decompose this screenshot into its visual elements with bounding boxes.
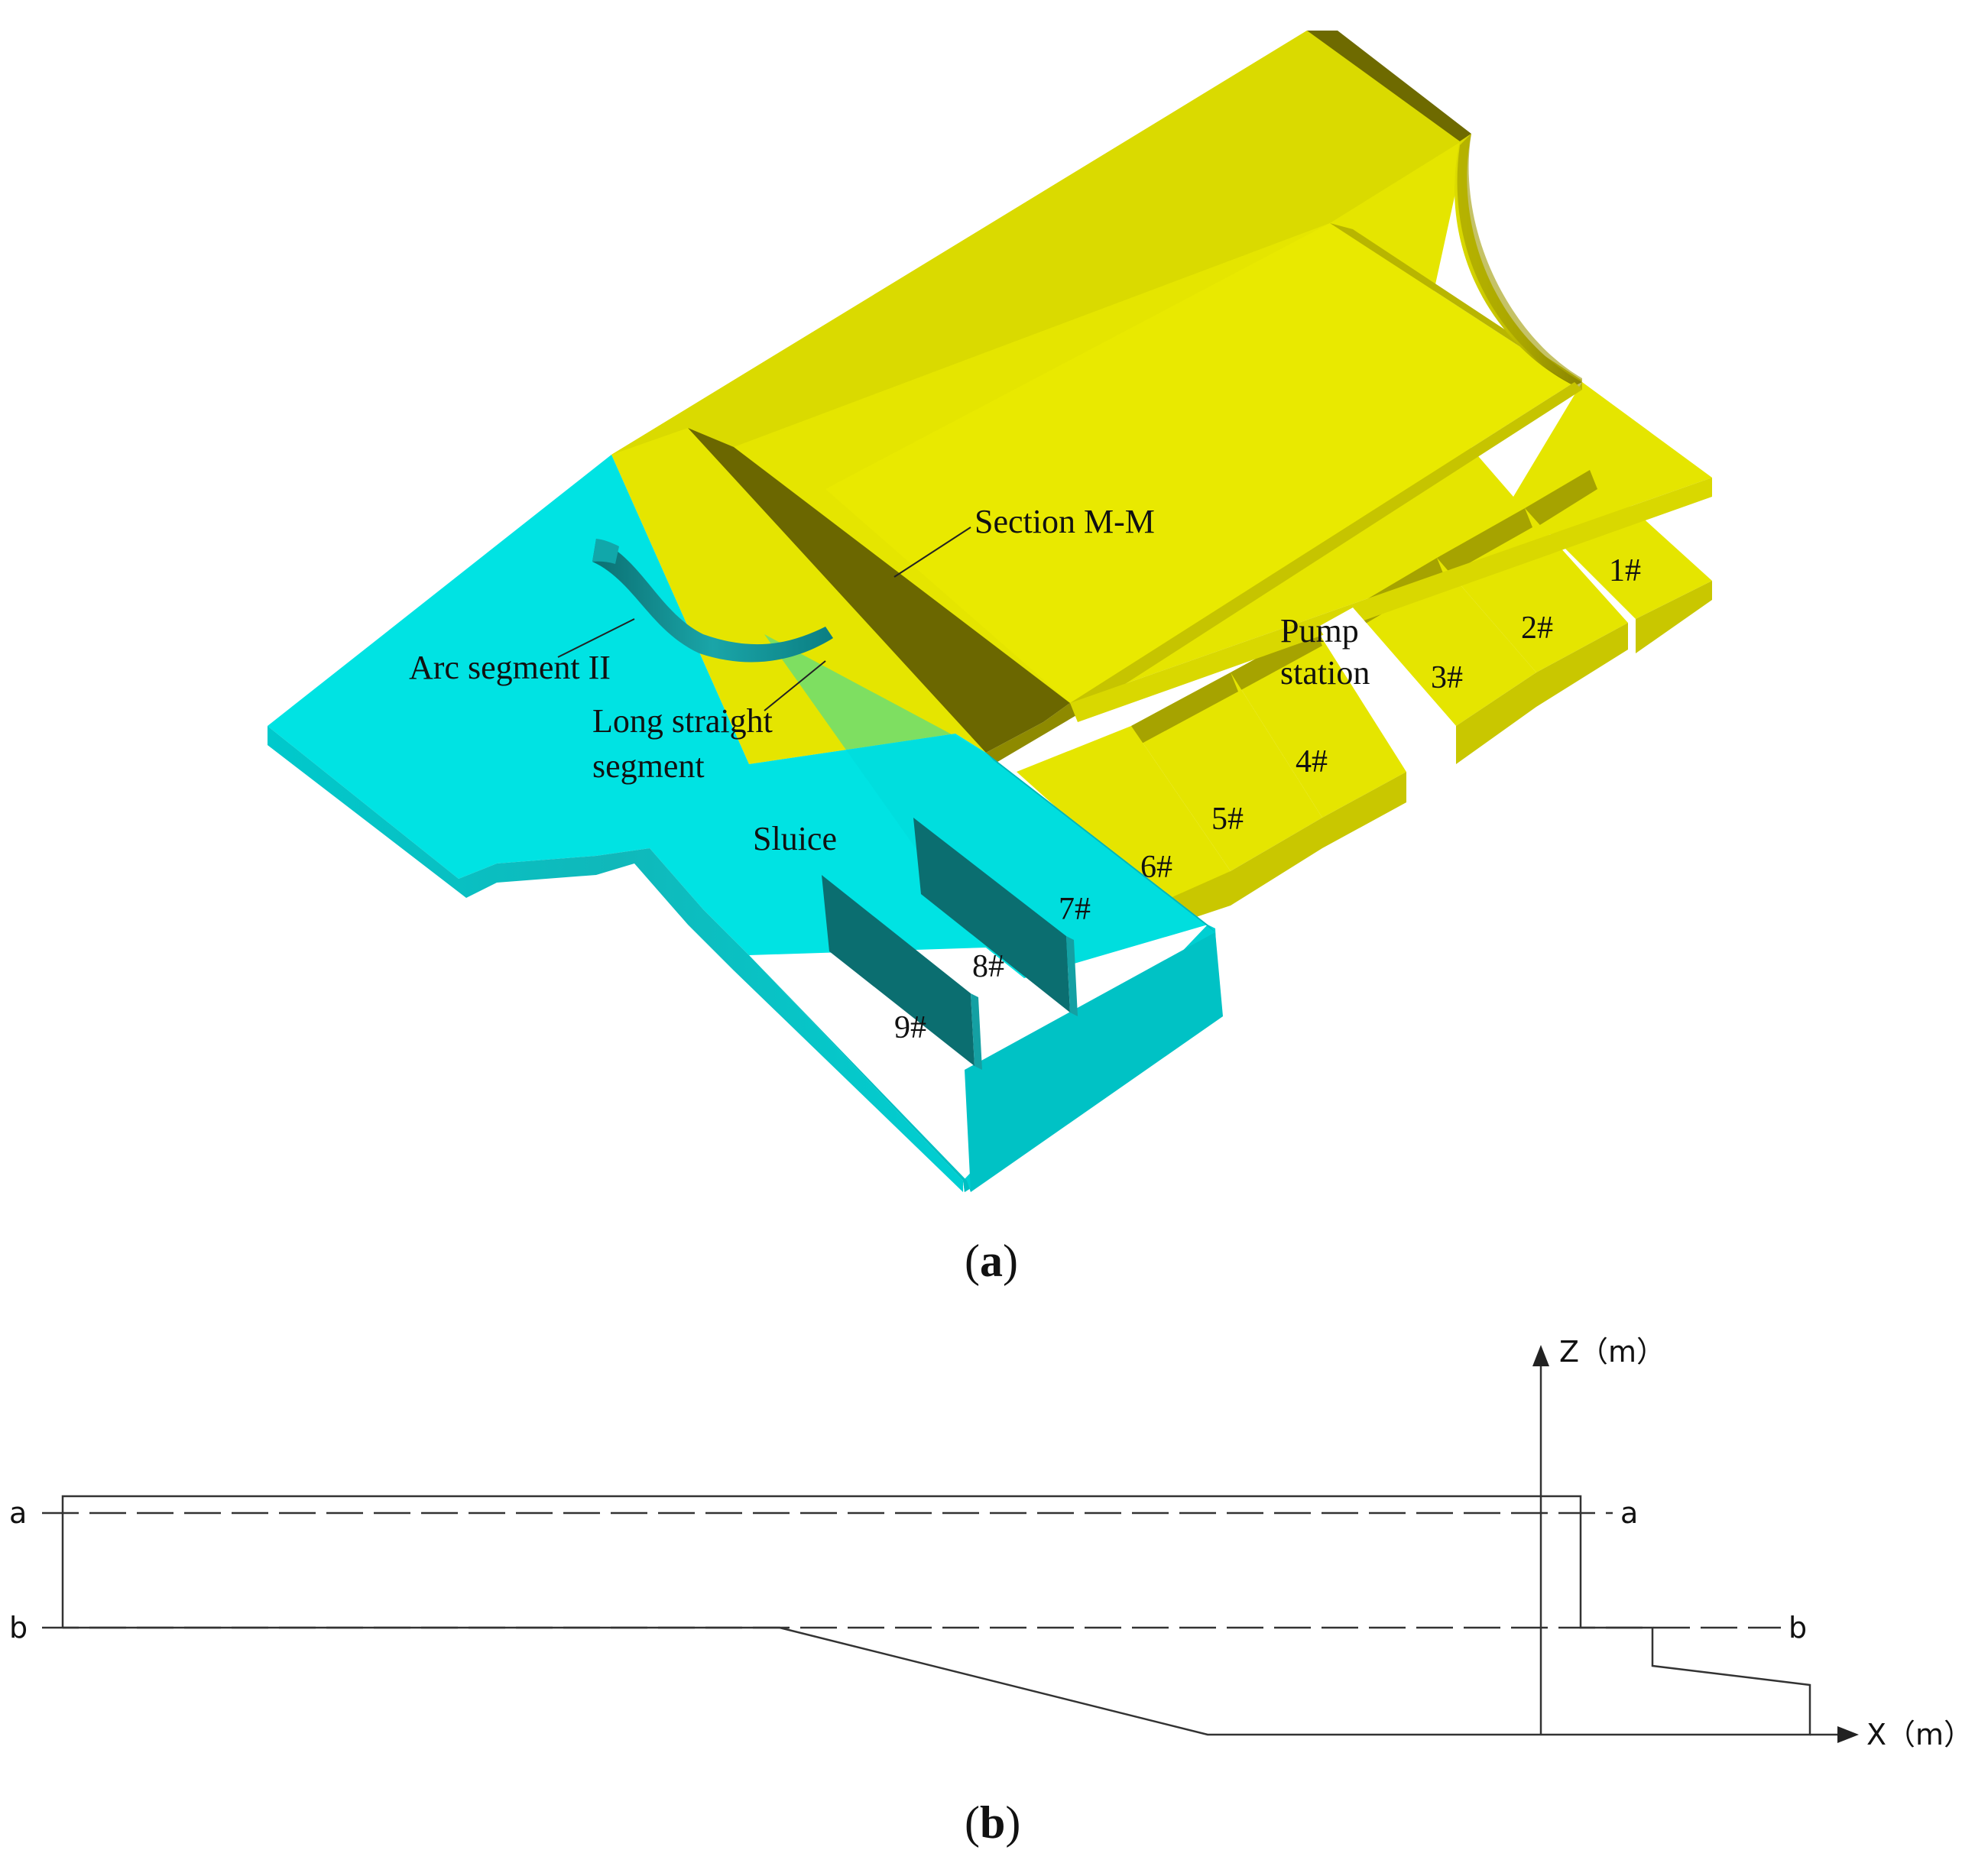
label-pump-1: Pump — [1280, 612, 1359, 650]
panel-b-profile — [42, 1345, 1859, 1743]
bay-label-7: 7# — [1059, 892, 1091, 927]
gate-pier-9-face — [971, 993, 982, 1070]
leader-arc — [557, 618, 635, 658]
level-a-label-left: a — [9, 1496, 27, 1530]
bay-label-8: 8# — [972, 949, 1004, 984]
sluice-channel-wall — [986, 753, 1215, 932]
panel-b-labels: Z（m） X（m） a a b b (b) — [9, 1335, 1973, 1848]
station-right-wall — [1070, 382, 1582, 714]
bay-label-9: 9# — [894, 1010, 926, 1045]
sluice-base — [965, 932, 1223, 1192]
bay-slot — [1318, 608, 1456, 772]
label-sluice: Sluice — [753, 820, 837, 857]
leader-section — [893, 527, 971, 578]
bay-label-6: 6# — [1140, 850, 1172, 885]
gate-pier-8-face — [1066, 936, 1078, 1016]
bay-label-3: 3# — [1431, 660, 1463, 695]
station-upper-step — [611, 31, 1467, 455]
caption-a: (a) — [965, 1236, 1018, 1286]
bay-label-5: 5# — [1211, 802, 1244, 837]
bay-5 — [1131, 672, 1322, 906]
arc-segment-wall-top — [592, 539, 619, 564]
section-mm-band-shadow — [986, 703, 1078, 764]
label-section-mm: Section M-M — [975, 503, 1155, 540]
level-b-label-right: b — [1789, 1611, 1807, 1644]
station-crest-wall — [1307, 31, 1471, 141]
label-arc-segment: Arc segment II — [409, 649, 611, 686]
bay-label-4: 4# — [1296, 744, 1328, 779]
bay-row-front — [1070, 478, 1712, 722]
profile-outline — [61, 1495, 1811, 1736]
gate-pier-8 — [913, 818, 1070, 1013]
bay-label-2: 2# — [1521, 611, 1553, 646]
bay-label-1: 1# — [1609, 553, 1641, 588]
bay-2 — [1437, 508, 1628, 707]
z-axis-label: Z（m） — [1559, 1335, 1665, 1369]
leader-long — [764, 660, 826, 711]
label-long-straight-2: segment — [592, 747, 705, 785]
z-axis-arrow — [1532, 1345, 1549, 1366]
level-b-label-left: b — [9, 1611, 28, 1644]
sluice-channel-floor — [764, 634, 1208, 978]
station-inner-block — [825, 223, 1574, 703]
level-a-label-right: a — [1620, 1496, 1638, 1530]
gate-pier-9 — [822, 875, 975, 1066]
caption-b: (b) — [965, 1797, 1020, 1848]
station-curved-endwall-face — [1457, 134, 1582, 390]
bay-1 — [1525, 470, 1712, 653]
section-mm-band — [688, 428, 1070, 753]
x-axis-arrow — [1837, 1726, 1859, 1743]
x-axis-label: X（m） — [1866, 1718, 1973, 1751]
label-pump-2: station — [1280, 654, 1370, 692]
pump-bays — [1017, 470, 1712, 928]
sluice-top-surface — [268, 455, 1208, 978]
label-long-straight-1: Long straight — [592, 702, 773, 740]
panel-a-model: Section M-M Arc segment II Long straight… — [268, 31, 1712, 1286]
